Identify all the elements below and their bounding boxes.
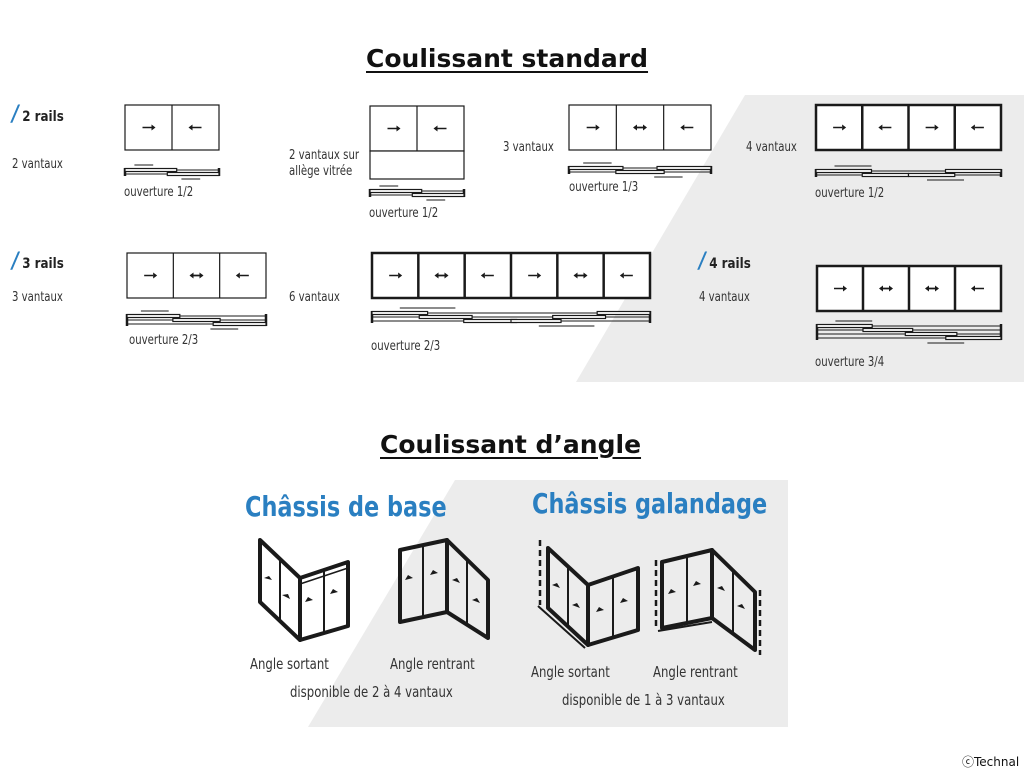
rail-panel xyxy=(945,335,1002,341)
arrow-left-icon xyxy=(434,272,439,279)
arrow-left-icon xyxy=(619,272,624,279)
opening-label-7: ouverture 3/4 xyxy=(815,355,885,370)
rail-panel xyxy=(411,192,465,198)
arrow-right-icon xyxy=(842,124,847,131)
arrow-right-icon xyxy=(153,272,158,279)
slash-icon: / xyxy=(12,102,19,127)
config-label-3: 3 vantaux xyxy=(503,140,554,155)
arrow-left-icon xyxy=(433,125,438,132)
slash-icon: / xyxy=(699,249,706,274)
heading-angle: Coulissant d’angle xyxy=(380,430,642,459)
rail-panel xyxy=(568,165,624,171)
rail-title-2: /2 rails xyxy=(12,102,64,127)
opening-label-6: ouverture 2/3 xyxy=(371,339,441,354)
config-label-4: 4 vantaux xyxy=(746,140,797,155)
base-angle-rentrant-label: Angle rentrant xyxy=(390,655,475,673)
opening-label-5: ouverture 2/3 xyxy=(129,333,199,348)
chassis-galandage-title: Châssis galandage xyxy=(532,487,768,520)
arrow-right-icon xyxy=(537,272,542,279)
arrow-right-icon xyxy=(151,124,156,131)
angle-sortant-galandage-drawing xyxy=(537,540,640,649)
arrow-left-icon xyxy=(480,272,485,279)
arrow-left-icon xyxy=(971,285,975,292)
arrow-left-icon xyxy=(633,124,637,131)
galandage-availability-label: disponible de 1 à 3 vantaux xyxy=(562,691,725,709)
rail-panel xyxy=(656,165,712,171)
opening-label-1: ouverture 1/2 xyxy=(124,185,194,200)
config-label-2: 2 vantaux sur allège vitrée xyxy=(289,148,360,179)
arrow-left-icon xyxy=(925,285,929,292)
chassis-base-title: Châssis de base xyxy=(245,490,447,523)
arrow-right-icon xyxy=(396,125,401,132)
rail-panel xyxy=(552,314,607,320)
angle-rentrant-base-drawing xyxy=(398,538,490,640)
arrow-left-icon xyxy=(879,285,883,292)
rail-panel xyxy=(862,327,914,333)
opening-label-4: ouverture 1/2 xyxy=(815,186,885,201)
arrow-left-icon xyxy=(573,272,578,279)
arrow-right-icon xyxy=(595,124,600,131)
arrow-right-icon xyxy=(398,272,403,279)
arrow-left-icon xyxy=(235,272,240,279)
rail-panel xyxy=(126,313,181,319)
rail-title-4: /4 rails xyxy=(699,249,751,274)
rail-panel xyxy=(815,168,873,174)
arrow-left-icon xyxy=(189,272,194,279)
arrow-right-icon xyxy=(843,285,847,292)
rail-panel xyxy=(904,331,958,337)
angle-rentrant-galandage-drawing xyxy=(654,548,762,655)
rail-panel xyxy=(816,323,873,329)
rail-panel xyxy=(369,188,423,194)
rail-panel xyxy=(212,321,267,327)
credit-label: ⓒTechnal xyxy=(962,755,1020,769)
rail-panel xyxy=(615,169,665,175)
angle-arrows xyxy=(264,570,745,612)
window-allege-panel xyxy=(369,150,465,180)
opening-label-2: ouverture 1/2 xyxy=(369,206,439,221)
arrow-left-icon xyxy=(188,124,193,131)
slash-icon: / xyxy=(12,249,19,274)
rail-title-3: /3 rails xyxy=(12,249,64,274)
rail-panel xyxy=(510,318,562,324)
galandage-angle-sortant-label: Angle sortant xyxy=(531,663,610,681)
base-availability-label: disponible de 2 à 4 vantaux xyxy=(290,683,453,701)
arrow-left-icon xyxy=(680,124,685,131)
config-label-1: 2 vantaux xyxy=(12,157,63,172)
arrow-right-icon xyxy=(934,124,939,131)
rail-panel xyxy=(596,310,651,316)
rail-panel xyxy=(172,317,221,323)
config-label-6: 6 vantaux xyxy=(289,290,340,305)
galandage-angle-rentrant-label: Angle rentrant xyxy=(653,663,738,681)
rail-panel xyxy=(371,310,429,316)
opening-label-3: ouverture 1/3 xyxy=(569,180,639,195)
config-label-5: 3 vantaux xyxy=(12,290,63,305)
rail-panel xyxy=(907,172,956,178)
arrow-left-icon xyxy=(970,124,975,131)
base-angle-sortant-label: Angle sortant xyxy=(250,655,329,673)
rail-panel xyxy=(124,167,178,173)
config-label-7: 4 vantaux xyxy=(699,290,750,305)
heading-standard: Coulissant standard xyxy=(366,44,649,73)
rail-panel xyxy=(418,314,473,320)
rail-panel xyxy=(944,168,1002,174)
arrow-left-icon xyxy=(878,124,883,131)
rail-panel xyxy=(166,171,220,177)
angle-sortant-base-drawing xyxy=(258,538,350,642)
